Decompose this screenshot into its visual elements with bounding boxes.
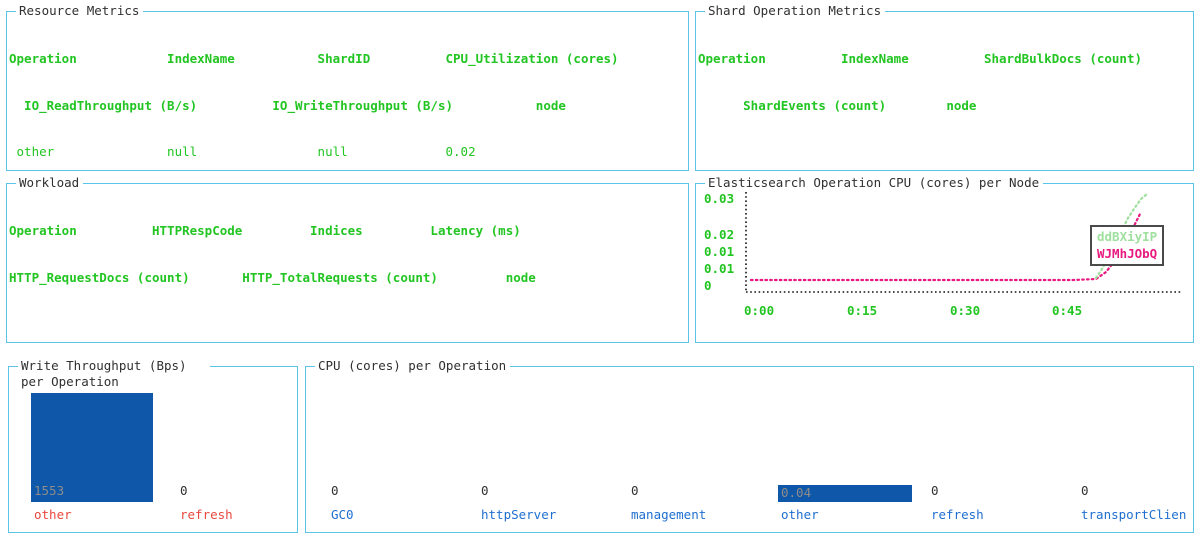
bar-category-label: refresh bbox=[180, 507, 233, 522]
panel-es-operation-cpu[interactable]: Elasticsearch Operation CPU (cores) per … bbox=[695, 175, 1194, 343]
x-axis-tick: 0:00 bbox=[744, 303, 775, 318]
x-axis-tick: 0:30 bbox=[950, 303, 981, 318]
workload-table: Operation HTTPRespCode Indices Latency (… bbox=[9, 192, 686, 316]
panel-workload[interactable]: Workload Operation HTTPRespCode Indices … bbox=[6, 175, 689, 343]
panel-title-es-operation-cpu: Elasticsearch Operation CPU (cores) per … bbox=[705, 175, 1044, 190]
es-operation-cpu-chart: 0.03 0.02 0.01 0.01 0 ddBXiyIP WJMhJObQ bbox=[696, 184, 1193, 342]
resource-metrics-header-line-2: IO_ReadThroughput (B/s) IO_WriteThroughp… bbox=[9, 97, 566, 113]
bar-column[interactable]: 0.04 other bbox=[778, 385, 912, 522]
write-throughput-bar-chart: 1553 other 0 refresh bbox=[19, 393, 287, 522]
chart-legend: ddBXiyIP WJMhJObQ bbox=[1090, 225, 1165, 266]
panel-title-workload: Workload bbox=[16, 175, 84, 190]
bar-fill bbox=[31, 393, 153, 502]
panel-shard-operation-metrics[interactable]: Shard Operation Metrics Operation IndexN… bbox=[695, 3, 1194, 171]
resource-metrics-header-line-1: Operation IndexName ShardID CPU_Utilizat… bbox=[9, 51, 619, 66]
bar-category-label: httpServer bbox=[481, 507, 557, 522]
shard-operation-metrics-header-line-2: ShardEvents (count) node bbox=[698, 97, 977, 113]
y-axis-tick: 0.02 bbox=[704, 227, 735, 242]
series-WJMhJObQ bbox=[749, 212, 1142, 282]
x-axis-tick: 0:45 bbox=[1052, 303, 1083, 318]
table-row[interactable]: other null null 0.02 bbox=[9, 144, 476, 159]
bar-column[interactable]: 1553 other bbox=[31, 393, 153, 522]
bar-column[interactable]: 0 management bbox=[628, 385, 762, 522]
y-axis-tick: 0.03 bbox=[704, 191, 735, 206]
x-axis-tick: 0:15 bbox=[847, 303, 878, 318]
bar-value-label: 0.04 bbox=[781, 485, 812, 500]
bar-value-label: 0 bbox=[331, 483, 339, 498]
panel-title-write-throughput: Write Throughput (Bps) per Operation bbox=[18, 358, 210, 390]
panel-title-shard-operation-metrics: Shard Operation Metrics bbox=[705, 3, 886, 18]
bar-column[interactable]: 0 transportClien bbox=[1078, 385, 1200, 522]
bar-category-label: other bbox=[781, 507, 819, 522]
y-axis-tick: 0.01 bbox=[704, 261, 735, 276]
bar-category-label: management bbox=[631, 507, 707, 522]
panel-resource-metrics[interactable]: Resource Metrics Operation IndexName Sha… bbox=[6, 3, 689, 438]
bar-column[interactable]: 0 GC0 bbox=[328, 385, 462, 522]
bar-column[interactable]: 0 refresh bbox=[177, 393, 299, 522]
bar-category-label: other bbox=[34, 507, 72, 522]
bar-category-label: GC0 bbox=[331, 507, 354, 522]
shard-operation-metrics-table: Operation IndexName ShardBulkDocs (count… bbox=[698, 20, 1191, 144]
panel-cpu-per-operation[interactable]: CPU (cores) per Operation 0 GC0 0 httpSe… bbox=[305, 358, 1194, 533]
bar-value-label: 0 bbox=[631, 483, 639, 498]
legend-item-WJMhJObQ: WJMhJObQ bbox=[1097, 246, 1158, 261]
bar-value-label: 0 bbox=[931, 483, 939, 498]
y-axis-tick: 0 bbox=[704, 278, 712, 293]
bar-value-label: 0 bbox=[180, 483, 188, 498]
cpu-per-operation-bar-chart: 0 GC0 0 httpServer 0 management 0.04 oth… bbox=[316, 385, 1186, 522]
workload-header-line-2: HTTP_RequestDocs (count) HTTP_TotalReque… bbox=[9, 269, 536, 285]
bar-category-label: refresh bbox=[931, 507, 984, 522]
bar-category-label: transportClien bbox=[1081, 507, 1187, 522]
bar-value-label: 1553 bbox=[34, 483, 65, 498]
bar-fill bbox=[778, 485, 912, 502]
shard-operation-metrics-header-line-1: Operation IndexName ShardBulkDocs (count… bbox=[698, 51, 1143, 66]
legend-item-ddBXiyIP: ddBXiyIP bbox=[1097, 229, 1158, 244]
bar-column[interactable]: 0 refresh bbox=[928, 385, 1062, 522]
panel-title-cpu-per-operation: CPU (cores) per Operation bbox=[315, 358, 511, 373]
y-axis-tick: 0.01 bbox=[704, 244, 735, 259]
bar-column[interactable]: 0 httpServer bbox=[478, 385, 612, 522]
bar-value-label: 0 bbox=[1081, 483, 1089, 498]
workload-header-line-1: Operation HTTPRespCode Indices Latency (… bbox=[9, 223, 521, 238]
panel-title-resource-metrics: Resource Metrics bbox=[16, 3, 144, 18]
panel-write-throughput[interactable]: Write Throughput (Bps) per Operation 155… bbox=[8, 358, 298, 533]
bar-value-label: 0 bbox=[481, 483, 489, 498]
